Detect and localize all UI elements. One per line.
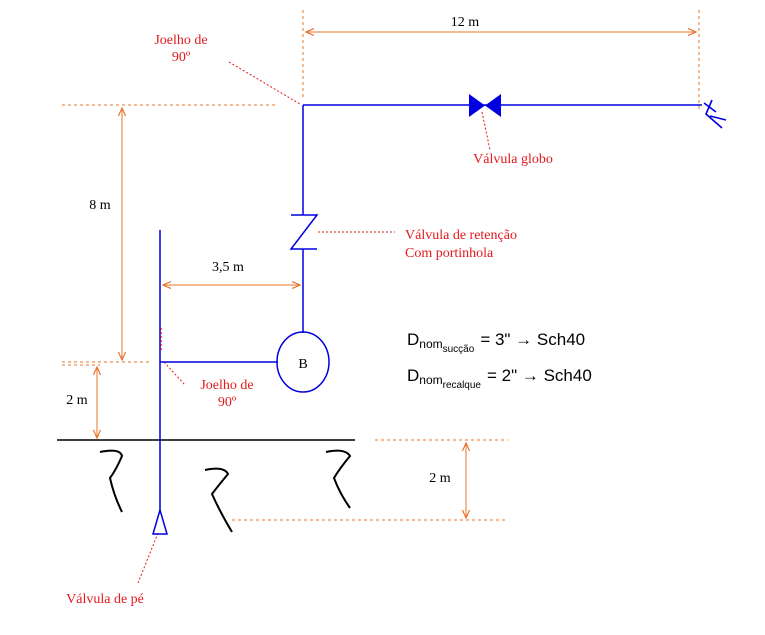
soil-hatch	[204, 467, 233, 533]
soil-hatch	[99, 449, 124, 513]
pipe-outlet-end	[703, 99, 727, 129]
leader-lines	[137, 61, 491, 584]
globe-valve-icon	[469, 94, 501, 117]
label-globe-valve: Válvula globo	[473, 152, 553, 167]
dimension-lines	[62, 10, 700, 521]
piping	[152, 99, 727, 535]
check-valve-icon	[289, 214, 319, 250]
pump-icon	[276, 331, 330, 393]
equation-suction: Dnomsucção= 3" → Sch40	[407, 330, 585, 355]
label-lower-elbow-line2: 90º	[218, 395, 237, 410]
dim-2m-left-label: 2 m	[66, 393, 88, 408]
soil-hatch	[325, 449, 352, 509]
foot-valve-icon	[152, 507, 168, 535]
equation-discharge: Dnomrecalque= 2" → Sch40	[407, 366, 592, 391]
ground	[57, 439, 355, 533]
pump-label: B	[298, 357, 307, 372]
label-check-valve-line1: Válvula de retenção	[405, 228, 517, 243]
dim-12m-label: 12 m	[451, 15, 480, 30]
dim-3-5m-label: 3,5 m	[212, 260, 244, 275]
label-foot-valve: Válvula de pé	[66, 592, 144, 607]
dim-8m-label: 8 m	[89, 198, 111, 213]
label-lower-elbow-line1: Joelho de	[200, 378, 253, 393]
label-check-valve-line2: Com portinhola	[405, 246, 494, 261]
label-top-elbow-line2: 90º	[172, 50, 191, 65]
label-top-elbow-line1: Joelho de	[154, 33, 207, 48]
dim-2m-right-label: 2 m	[429, 471, 451, 486]
